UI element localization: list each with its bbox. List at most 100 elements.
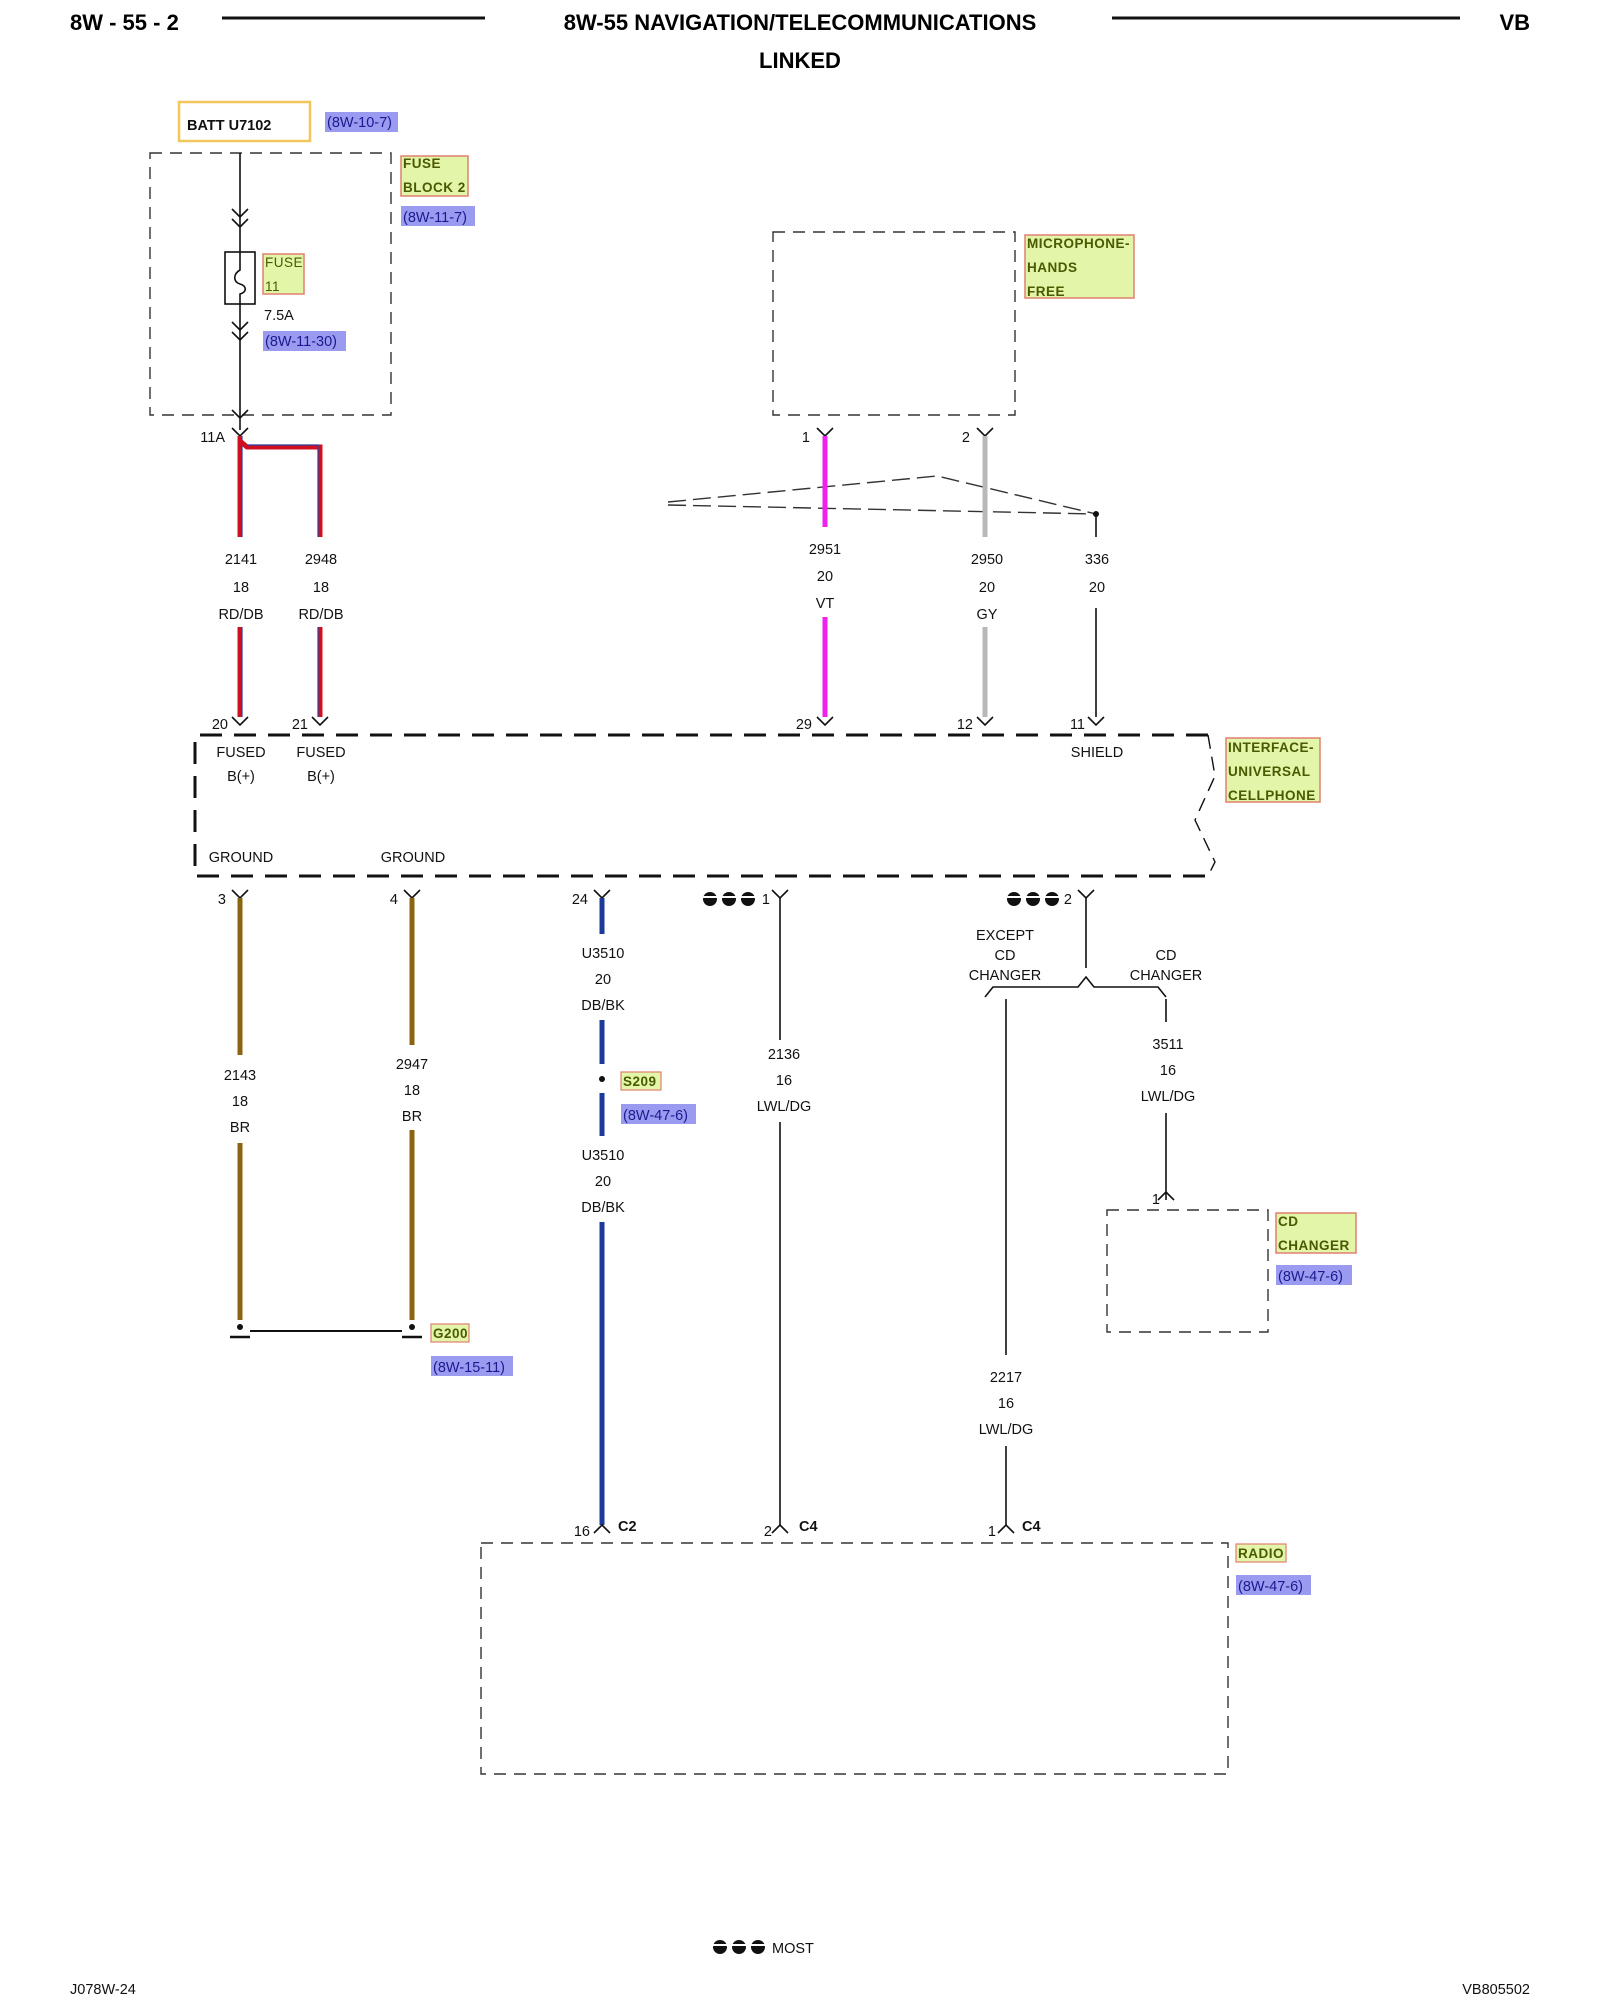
branch-label: CD — [1156, 948, 1177, 964]
s209-ref[interactable]: (8W-47-6) — [623, 1108, 688, 1124]
pin-label: 29 — [796, 717, 812, 733]
wire-color: RD/DB — [298, 607, 343, 623]
wire-color: DB/BK — [581, 1200, 625, 1216]
pin-label: 12 — [957, 717, 973, 733]
pin-label: 20 — [212, 717, 228, 733]
wire-color: LWL/DG — [979, 1422, 1034, 1438]
connector-symbol — [231, 321, 249, 332]
branch-label: CD — [995, 948, 1016, 964]
connector-symbol — [976, 427, 994, 438]
pin-label: 2 — [962, 430, 970, 446]
fuse-rating: 7.5A — [264, 308, 294, 324]
radio-ref-bg — [1236, 1575, 1311, 1595]
connector-symbol — [997, 1523, 1015, 1534]
cd-changer-ref[interactable]: (8W-47-6) — [1278, 1269, 1343, 1285]
wire-circuit: 2136 — [768, 1047, 800, 1063]
pin-function: B(+) — [307, 769, 335, 785]
fuse-block-ref-bg — [401, 206, 475, 226]
fuse-ref[interactable]: (8W-11-30) — [265, 334, 337, 350]
wire-gauge: 16 — [776, 1073, 792, 1089]
radio-label-bg — [1235, 1543, 1287, 1563]
fuse-element-icon — [233, 252, 247, 304]
connector-symbol — [976, 716, 994, 727]
pin-label: 1 — [988, 1524, 996, 1540]
pin-label: 4 — [390, 892, 398, 908]
branch-label: CHANGER — [1130, 968, 1203, 984]
g200-label: G200 — [433, 1326, 468, 1341]
wire-gauge: 20 — [817, 569, 833, 585]
wire-gauge: 16 — [998, 1396, 1014, 1412]
most-legend-label: MOST — [772, 1941, 814, 1957]
wire-circuit: 2143 — [224, 1068, 256, 1084]
option-branch-symbol — [984, 975, 1167, 998]
pin-function: GROUND — [209, 850, 273, 866]
connector-symbol — [231, 889, 249, 900]
connector-symbol — [231, 218, 249, 229]
wire-2948-tracer — [247, 444, 319, 537]
fuse-block-label-bg — [400, 155, 469, 197]
connector-id: C2 — [618, 1519, 637, 1535]
wire-circuit: U3510 — [582, 1148, 625, 1164]
connector-symbol — [816, 427, 834, 438]
connector-symbol — [231, 208, 249, 219]
wire-circuit: 2947 — [396, 1057, 428, 1073]
fuse-block-label-1: FUSE — [403, 156, 441, 171]
pin-function: B(+) — [227, 769, 255, 785]
interface-label-2: UNIVERSAL — [1228, 764, 1311, 779]
branch-label: EXCEPT — [976, 928, 1034, 944]
g200-ref[interactable]: (8W-15-11) — [433, 1360, 505, 1376]
pin-label: 3 — [218, 892, 226, 908]
cd-changer-ref-bg — [1276, 1265, 1352, 1285]
pin-label: 16 — [574, 1524, 590, 1540]
shield-outline — [667, 504, 1097, 515]
wire-gauge: 16 — [1160, 1063, 1176, 1079]
connector-id: C4 — [799, 1519, 818, 1535]
connector-symbol — [231, 409, 249, 420]
radio-ref[interactable]: (8W-47-6) — [1238, 1579, 1303, 1595]
connector-symbol — [771, 889, 789, 900]
batt-label: BATT U7102 — [187, 118, 271, 134]
batt-ref[interactable]: (8W-10-7) — [327, 115, 392, 131]
wire-circuit: 336 — [1085, 552, 1109, 568]
connector-symbol — [403, 889, 421, 900]
most-network-icon — [1007, 892, 1059, 906]
connector-symbol — [311, 716, 329, 727]
pin-label: 1 — [802, 430, 810, 446]
fuse-block-ref[interactable]: (8W-11-7) — [403, 210, 467, 226]
g200-ref-bg — [431, 1356, 513, 1376]
page-subtitle: LINKED — [759, 48, 841, 73]
wire-circuit: 2141 — [225, 552, 257, 568]
pin-label: 11 — [1070, 717, 1085, 733]
pin-function: GROUND — [381, 850, 445, 866]
interface-label-bg — [1225, 737, 1321, 803]
wire-circuit: 2951 — [809, 542, 841, 558]
pin-label: 1 — [762, 892, 770, 908]
s209-label: S209 — [623, 1074, 657, 1089]
microphone-label-1: MICROPHONE- — [1027, 236, 1130, 251]
microphone-label-2: HANDS — [1027, 260, 1078, 275]
fuse-label-1: FUSE — [265, 255, 303, 270]
batt-label-box — [177, 100, 312, 143]
wire-circuit: 3511 — [1152, 1037, 1183, 1053]
interface-label-1: INTERFACE- — [1228, 740, 1314, 755]
most-network-icon — [703, 892, 755, 906]
microphone-label-bg — [1024, 234, 1135, 299]
g200-label-bg — [430, 1323, 470, 1343]
pin-label: 11A — [200, 430, 225, 446]
connector-symbol — [1157, 1190, 1175, 1201]
cd-changer-label-1: CD — [1278, 1214, 1299, 1229]
connector-symbol — [231, 331, 249, 342]
s209-ref-bg — [621, 1104, 696, 1124]
microphone-label-3: FREE — [1027, 284, 1065, 299]
wire-circuit: 2217 — [990, 1370, 1022, 1386]
fuse-block-outline — [149, 152, 392, 416]
wire-gauge: 20 — [595, 972, 611, 988]
vehicle-code: VB — [1499, 10, 1530, 35]
pin-label: 2 — [1064, 892, 1072, 908]
wire-gauge: 20 — [979, 580, 995, 596]
wire-2948-upper — [238, 439, 323, 537]
wire-gauge: 18 — [313, 580, 329, 596]
wire-circuit: 2950 — [971, 552, 1003, 568]
cd-changer-outline — [1106, 1209, 1269, 1333]
